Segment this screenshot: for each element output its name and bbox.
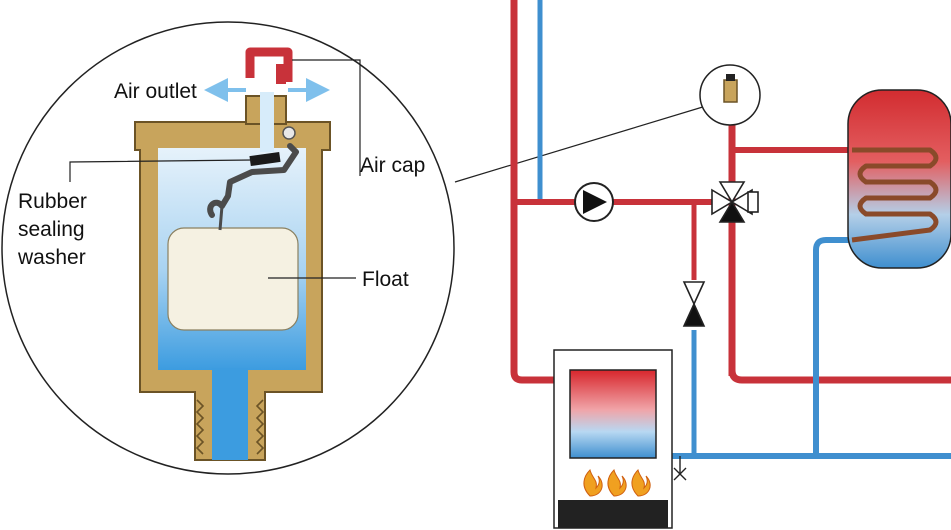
air-vent-small-cap [726, 74, 735, 81]
cylinder-coil [851, 147, 939, 243]
magnified-air-vent: Air outlet Air cap Rubber sealing washer… [1, 21, 455, 475]
burner-flames [583, 469, 651, 497]
pump-arrow [583, 190, 607, 214]
hot-water-cylinder [847, 89, 951, 269]
boiler-heat-exchanger [569, 369, 657, 459]
air-vent-small [723, 79, 738, 103]
drain-cock [673, 456, 687, 481]
vent-inlet-channel [212, 368, 248, 460]
lever-pivot [282, 126, 296, 140]
magnifier-connector [454, 105, 707, 183]
vent-threads [195, 399, 265, 455]
bypass-valve [682, 281, 706, 327]
vent-outlet-bore [260, 92, 274, 152]
float-hanger [218, 205, 224, 231]
label-float: Float [362, 268, 409, 291]
label-rubber-line3: washer [17, 246, 86, 269]
cold-cylinder-return [813, 237, 852, 456]
air-cap-stem [276, 64, 286, 84]
hot-flow-pipe [510, 0, 570, 384]
label-rubber-line2: sealing [18, 218, 85, 241]
label-air-outlet: Air outlet [114, 80, 197, 103]
float-lever-arm [207, 143, 299, 218]
heating-schematic [510, 0, 951, 529]
three-way-valve [711, 181, 759, 223]
hot-return-right [728, 369, 951, 384]
label-air-cap: Air cap [360, 154, 425, 177]
flame-icon [583, 469, 603, 497]
flame-icon [607, 469, 627, 497]
leader-rubber-washer [69, 159, 253, 182]
boiler-base [558, 500, 668, 528]
label-rubber-line1: Rubber [18, 190, 87, 213]
rubber-sealing-washer [249, 151, 281, 167]
float [167, 227, 299, 331]
air-cap [245, 47, 293, 82]
leader-air-cap [292, 59, 361, 176]
flame-icon [631, 469, 651, 497]
